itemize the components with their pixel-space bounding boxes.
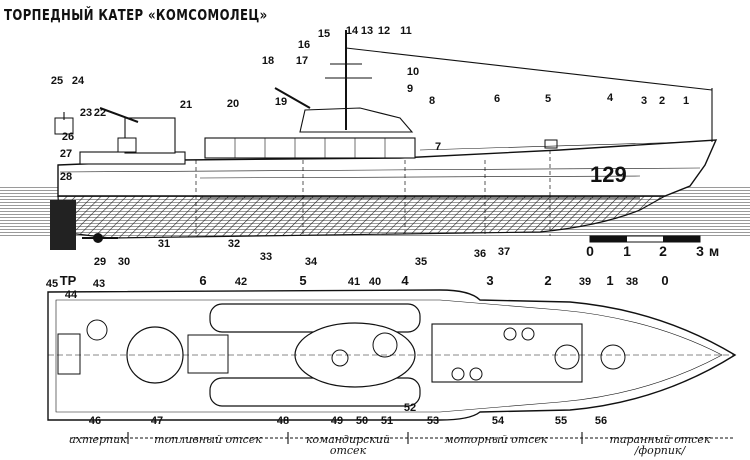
compartment-label: моторный отсек xyxy=(445,433,548,446)
side-callout: 5 xyxy=(545,93,551,105)
plan-callout: 56 xyxy=(595,415,607,427)
scale-tick: 2 xyxy=(659,243,667,259)
propeller xyxy=(93,233,103,243)
frame-label: ТР xyxy=(60,273,77,288)
side-callout: 1 xyxy=(683,95,689,107)
side-view: 1 2 9 xyxy=(0,30,750,250)
side-callout: 26 xyxy=(62,131,74,143)
side-callout: 3 xyxy=(641,95,647,107)
scale-tick: 3 xyxy=(696,243,704,259)
side-callout: 25 xyxy=(51,75,63,87)
frame-label: 2 xyxy=(544,273,551,288)
compartment-label: /форпик/ xyxy=(634,444,687,457)
side-callout: 10 xyxy=(407,66,419,78)
side-callout: 33 xyxy=(260,251,272,263)
side-callout: 8 xyxy=(429,95,435,107)
scale-unit: м xyxy=(709,243,719,259)
plan-callout: 51 xyxy=(381,415,393,427)
compartment-bar: ахтерпик топливный отсек командирский от… xyxy=(69,432,735,457)
side-callout: 14 xyxy=(346,25,359,37)
plan-callout: 48 xyxy=(277,415,289,427)
side-callout: 18 xyxy=(262,55,274,67)
rudder xyxy=(50,200,76,250)
side-callout: 29 xyxy=(94,256,106,268)
plan-view xyxy=(47,289,737,421)
side-callout: 7 xyxy=(435,141,441,153)
plan-callout: 49 xyxy=(331,415,343,427)
hatch-39 xyxy=(554,344,580,370)
side-callout: 9 xyxy=(407,83,413,95)
frame-label: 4 xyxy=(401,273,409,288)
compartment-label: таранный отсек xyxy=(610,433,711,446)
callout-numbers: 1234567891011121314151617181920212223242… xyxy=(46,25,689,427)
fwd-machine-gun xyxy=(274,87,311,109)
frame-label: 3 xyxy=(486,273,493,288)
plan-callout: 41 xyxy=(348,276,360,288)
side-callout: 30 xyxy=(118,256,130,268)
plan-callout: 54 xyxy=(492,415,505,427)
bridge xyxy=(299,107,414,133)
scale-tick: 1 xyxy=(623,243,631,259)
side-callout: 28 xyxy=(60,171,72,183)
plan-callout: 55 xyxy=(555,415,567,427)
torpedo-tube-side xyxy=(204,137,416,159)
compartment-label: ахтерпик xyxy=(69,433,127,446)
plan-callout: 45 xyxy=(46,278,58,290)
plan-callout: 42 xyxy=(235,276,247,288)
side-callout: 27 xyxy=(60,148,72,160)
side-callout: 34 xyxy=(305,256,318,268)
scale-tick: 0 xyxy=(586,243,594,259)
compartment-label: топливный отсек xyxy=(154,433,262,446)
side-callout: 2 xyxy=(659,95,665,107)
plan-callout: 44 xyxy=(65,289,78,301)
antenna-wire xyxy=(345,47,713,91)
plan-callout: 47 xyxy=(151,415,163,427)
side-callout: 11 xyxy=(400,25,412,37)
drawing-title: ТОРПЕДНЫЙ КАТЕР «КОМСОМОЛЕЦ» xyxy=(4,6,268,24)
side-callout: 24 xyxy=(72,75,85,87)
aft-machine-gun xyxy=(99,107,139,123)
hull-number: 129 xyxy=(590,162,627,187)
side-callout: 21 xyxy=(180,99,192,111)
side-callout: 37 xyxy=(498,246,510,258)
plan-callout: 53 xyxy=(427,415,439,427)
side-callout: 19 xyxy=(275,96,287,108)
plan-callout: 50 xyxy=(356,415,368,427)
side-callout: 32 xyxy=(228,238,240,250)
plan-callout: 52 xyxy=(404,402,416,414)
side-callout: 35 xyxy=(415,256,427,268)
frame-label: 5 xyxy=(299,273,306,288)
frame-labels: ТР 6 5 4 3 2 1 0 xyxy=(60,273,669,288)
side-callout: 16 xyxy=(298,39,310,51)
hull xyxy=(57,139,718,197)
side-callout: 15 xyxy=(318,28,330,40)
compartment-label: командирский xyxy=(306,433,390,446)
compartment-label: отсек xyxy=(330,444,367,457)
side-callout: 17 xyxy=(296,55,308,67)
side-callout: 6 xyxy=(494,93,500,105)
plan-callout: 46 xyxy=(89,415,101,427)
frame-label: 6 xyxy=(199,273,206,288)
underwater-hull xyxy=(57,195,668,239)
plan-callout: 39 xyxy=(579,276,591,288)
plan-callout: 38 xyxy=(626,276,638,288)
side-callout: 36 xyxy=(474,248,486,260)
side-callout: 12 xyxy=(378,25,390,37)
scale-bar: 0 1 2 3 м xyxy=(586,235,719,259)
side-callout: 23 xyxy=(80,107,92,119)
hatch-38 xyxy=(600,344,626,370)
frame-label: 1 xyxy=(606,273,613,288)
plan-callout: 43 xyxy=(93,278,105,290)
side-callout: 13 xyxy=(361,25,373,37)
plan-callout: 40 xyxy=(369,276,381,288)
frame-label: 0 xyxy=(661,273,668,288)
side-callout: 4 xyxy=(607,92,614,104)
side-callout: 20 xyxy=(227,98,239,110)
side-callout: 31 xyxy=(158,238,170,250)
side-callout: 22 xyxy=(94,107,106,119)
